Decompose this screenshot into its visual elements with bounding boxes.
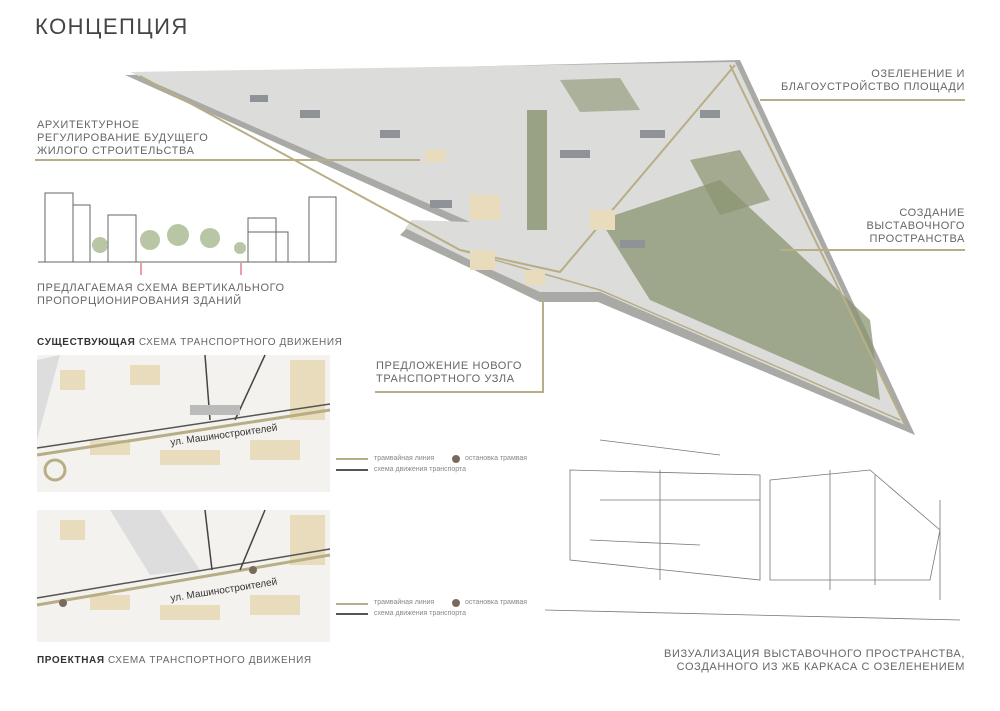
text: ПРОПОРЦИОНИРОВАНИЯ ЗДАНИЙ <box>37 295 242 307</box>
text: РЕГУЛИРОВАНИЕ БУДУЩЕГО <box>37 132 209 144</box>
legend-tram-line: трамвайная линия <box>374 455 435 462</box>
text: ПРОЕКТНАЯ <box>37 655 105 666</box>
elevation-section <box>38 192 337 263</box>
label-visualization: ВИЗУАЛИЗАЦИЯ ВЫСТАВОЧНОГО ПРОСТРАНСТВА,С… <box>664 648 965 674</box>
exhibition-sketch <box>544 439 961 621</box>
legend-tram-stop: остановка трамвая <box>465 599 528 606</box>
text: ТРАНСПОРТНОГО УЗЛА <box>376 373 515 385</box>
legend-traffic: схема движения транспорта <box>374 610 467 617</box>
text: АРХИТЕКТУРНОЕ <box>37 119 140 131</box>
text: СХЕМА ТРАНСПОРТНОГО ДВИЖЕНИЯ <box>104 655 312 666</box>
label-project-scheme: ПРОЕКТНАЯ СХЕМА ТРАНСПОРТНОГО ДВИЖЕНИЯ <box>37 654 312 667</box>
project-transport-map <box>36 509 331 642</box>
text: СХЕМА ТРАНСПОРТНОГО ДВИЖЕНИЯ <box>135 337 343 348</box>
text: СУЩЕСТВУЮЩАЯ <box>37 337 136 348</box>
text: ПРЕДЛОЖЕНИЕ НОВОГО <box>376 360 523 372</box>
existing-transport-map <box>36 354 331 492</box>
text: ПРЕДЛАГАЕМАЯ СХЕМА ВЕРТИКАЛЬНОГО <box>37 282 285 294</box>
text: СОЗДАНИЕ <box>899 207 965 219</box>
text: СОЗДАННОГО ИЗ ЖБ КАРКАСА С ОЗЕЛЕНЕНИЕМ <box>676 661 965 673</box>
label-existing-scheme: СУЩЕСТВУЮЩАЯ СХЕМА ТРАНСПОРТНОГО ДВИЖЕНИ… <box>37 336 343 349</box>
text: ВЫСТАВОЧНОГО <box>866 220 965 232</box>
legend-tram-line: трамвайная линия <box>374 599 435 606</box>
text: ОЗЕЛЕНЕНИЕ И <box>871 68 965 80</box>
legend-tram-stop: остановка трамвая <box>465 455 528 462</box>
text: ЖИЛОГО СТРОИТЕЛЬСТВА <box>37 145 195 157</box>
text: ПРОСТРАНСТВА <box>869 233 965 245</box>
text: ВИЗУАЛИЗАЦИЯ ВЫСТАВОЧНОГО ПРОСТРАНСТВА, <box>664 648 965 660</box>
legend-traffic: схема движения транспорта <box>374 466 467 473</box>
text: БЛАГОУСТРОЙСТВО ПЛОЩАДИ <box>780 81 965 93</box>
page-title: КОНЦЕПЦИЯ <box>35 14 189 39</box>
